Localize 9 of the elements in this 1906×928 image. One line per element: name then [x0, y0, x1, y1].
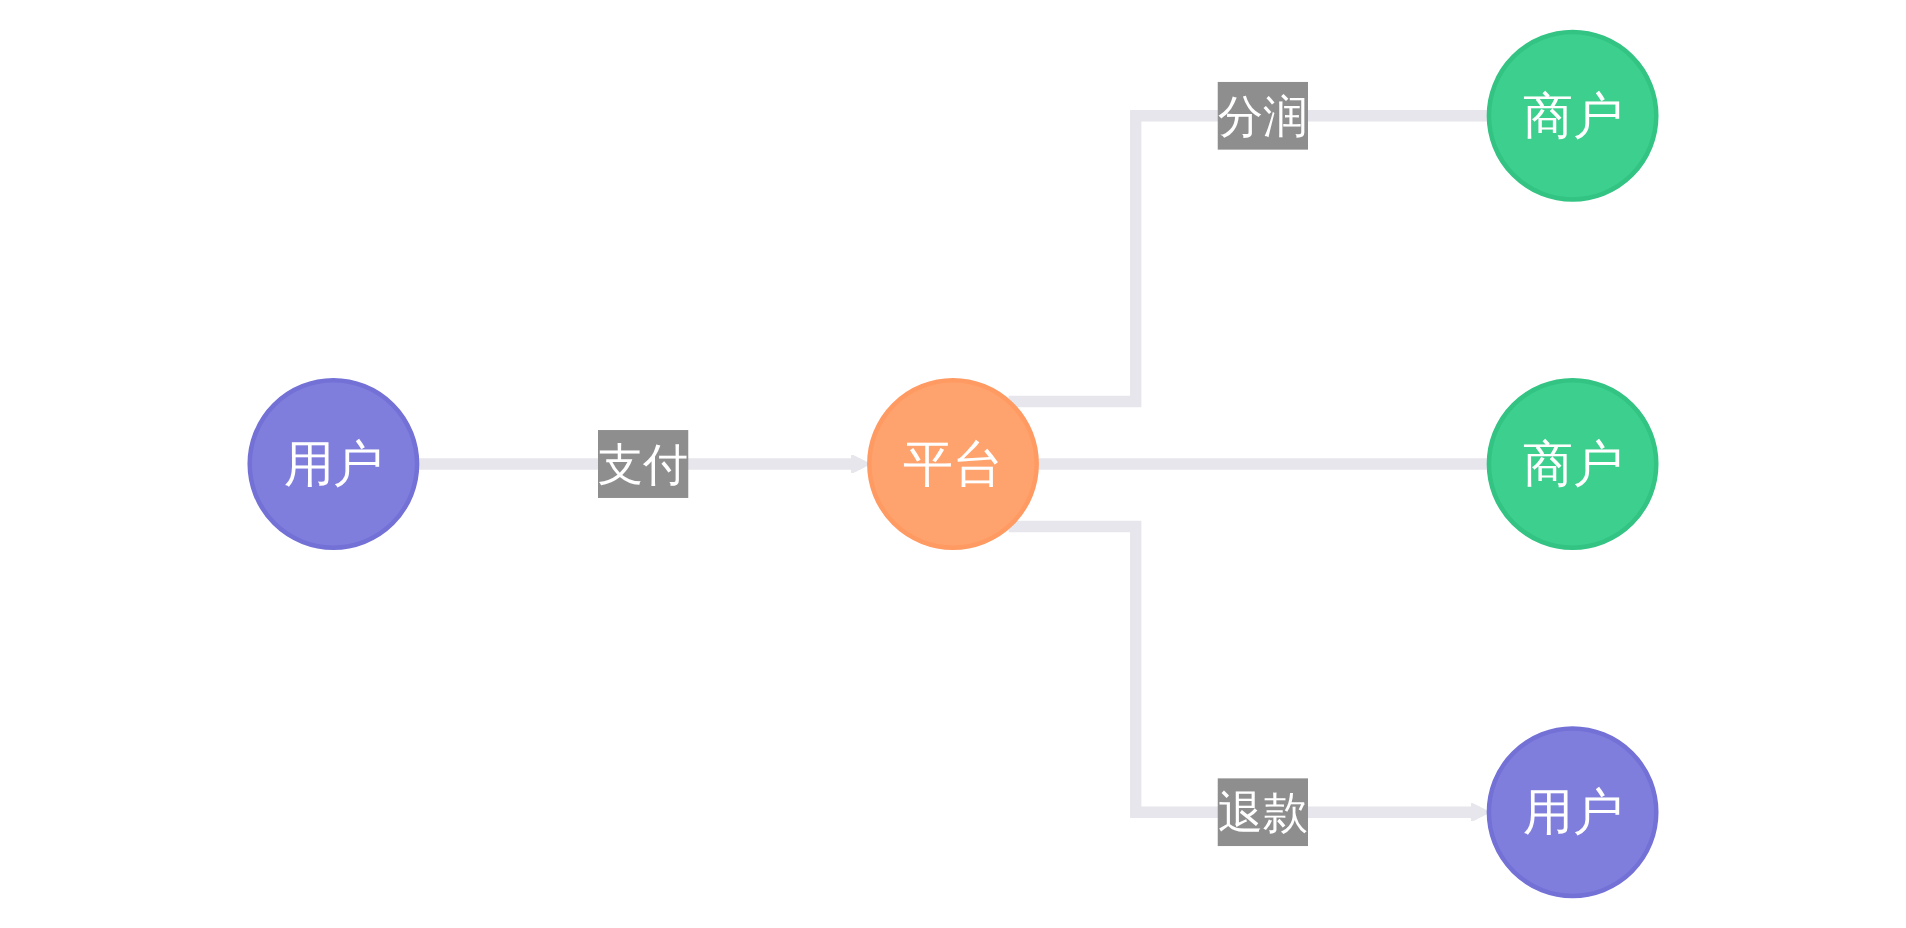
node-circle: 商户	[1486, 29, 1659, 202]
edge-label: 退款	[1217, 785, 1309, 840]
node-circle: 商户	[1486, 378, 1659, 550]
node-circle: 平台	[867, 378, 1039, 550]
node-circle: 用户	[1486, 726, 1659, 899]
node-circle: 用户	[247, 378, 420, 550]
edge-label: 支付	[597, 436, 689, 492]
edge-label: 分润	[1217, 88, 1309, 143]
connector	[1008, 110, 1489, 408]
